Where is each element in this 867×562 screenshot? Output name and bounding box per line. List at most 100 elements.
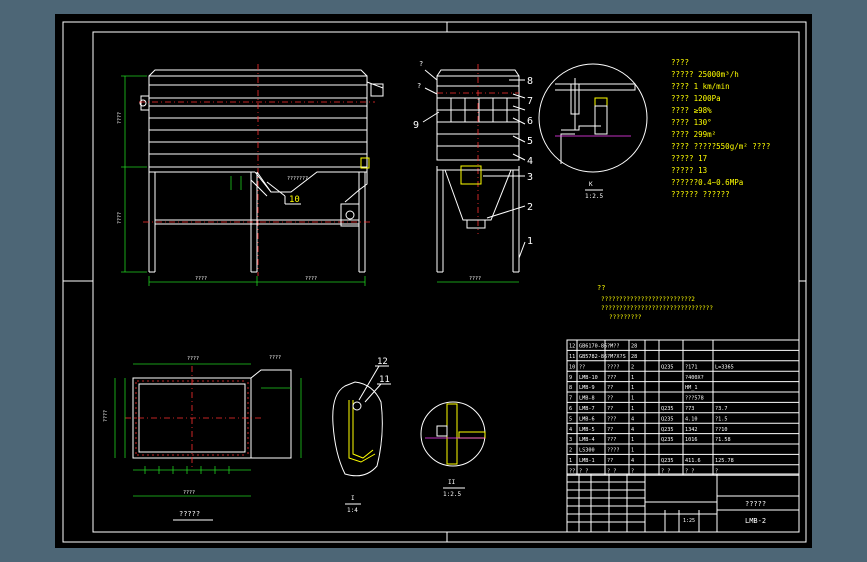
section-ii-scale: 1:2.5 — [443, 491, 461, 498]
notes-line-1: ?????????????????????????2 — [601, 296, 695, 303]
bom-cell: ?? — [579, 364, 585, 370]
bom-cell: 2 — [631, 364, 634, 370]
part-number-11: 11 — [379, 375, 390, 385]
bom-cell: ?73 — [685, 406, 694, 412]
bom-cell: 28 — [631, 354, 637, 360]
title-block-name: ????? — [745, 500, 766, 508]
detail-k: K 1:2.5 — [538, 63, 648, 200]
bom-cell: ?M?X?S — [607, 354, 626, 360]
bom-cell: Q235 — [661, 364, 674, 370]
part-number-8: 8 — [527, 76, 533, 87]
bom-cell: LMB-10 — [579, 375, 598, 381]
part-number-2: 2 — [527, 202, 533, 213]
bom-cell: ?171 — [685, 364, 698, 370]
bom-cell: 125.78 — [715, 458, 734, 464]
bom-cell: LMB-1 — [579, 458, 595, 464]
plan-view: ???? ???? ???? ???? ????? — [103, 355, 302, 521]
bom-cell: 28 — [631, 344, 637, 350]
bom-cell: ?? — [607, 458, 613, 464]
title-block: ????? LMB-2 1:25 — [566, 473, 800, 533]
bom-cell: 2 — [569, 448, 572, 454]
param-other: ?????? ?????? — [671, 190, 730, 199]
tech-parameters: ???? ????? 25000m³/h ???? 1 km/min ???? … — [671, 58, 770, 199]
svg-text:????: ???? — [103, 410, 109, 422]
bom-cell: ?3.7 — [715, 406, 728, 412]
bom-cell: 12 — [569, 344, 575, 350]
section-i-scale: 1:4 — [347, 507, 358, 514]
bom-cell: 1 — [631, 406, 634, 412]
bom-cell: 4 — [631, 427, 634, 433]
cad-viewport[interactable]: 10 ??????? ???? ???? ???? ???? — [55, 14, 812, 548]
section-i-label: I — [351, 495, 355, 502]
bom-cell: 1 — [631, 437, 634, 443]
bom-cell: Q235 — [661, 458, 674, 464]
svg-text:????: ???? — [187, 356, 199, 362]
bom-cell: 4 — [631, 458, 634, 464]
bom-cell: ???578 — [685, 396, 704, 402]
section-i: 12 11 I 1:4 — [332, 357, 391, 514]
bom-cell: 5 — [569, 416, 572, 422]
inner-frame — [92, 31, 800, 533]
bom-cell: GB5782-86 — [579, 354, 607, 360]
bom-cell: LMB-5 — [579, 427, 595, 433]
bom-cell: Q235 — [661, 406, 674, 412]
bom-cell: ???? — [607, 364, 620, 370]
part-number-3: 3 — [527, 172, 533, 183]
section-ii: II 1:2.5 — [420, 401, 486, 498]
plan-view-title: ????? — [179, 510, 200, 518]
bom-header-cell: ? ? — [661, 468, 670, 474]
bom-cell: 4 — [631, 416, 634, 422]
param-air-pressure: ??????0.4~0.6MPa — [671, 178, 743, 187]
svg-text:????: ???? — [117, 112, 123, 124]
bom-cell: 9 — [569, 375, 572, 381]
bom-cell: ??10 — [715, 427, 728, 433]
param-title: ???? — [671, 58, 689, 67]
notes-line-3: ????????? — [609, 314, 642, 321]
bom-header-cell: ? ? — [685, 468, 694, 474]
param-speed: ???? 1 km/min — [671, 82, 730, 91]
part-number-4: 4 — [527, 156, 533, 167]
part-number-12: 12 — [377, 357, 388, 367]
bom-cell: ?? — [607, 396, 613, 402]
bom-cell: L=3365 — [715, 364, 734, 370]
bom-cell: ???? — [607, 448, 620, 454]
svg-text:???????: ??????? — [287, 176, 308, 182]
notes-block: ?? ?????????????????????????2 ??????????… — [597, 284, 713, 321]
bom-cell: ??? — [607, 437, 616, 443]
part-number-7: 7 — [527, 96, 533, 107]
part-number-6: 6 — [527, 116, 533, 127]
detail-k-label: K — [589, 181, 593, 188]
bom-cell: 411.6 — [685, 458, 701, 464]
bom-header-cell: ? ? — [607, 468, 616, 474]
bom-cell: HM_1 — [685, 385, 698, 391]
param-area: ???? 299m² — [671, 130, 716, 139]
svg-text:????: ???? — [195, 276, 207, 282]
bom-cell: 6 — [569, 406, 572, 412]
part-label-10: 10 — [289, 195, 300, 205]
bom-cell: ?? — [607, 406, 613, 412]
front-elevation: 10 ??????? ???? ???? ???? ???? — [117, 64, 384, 286]
bom-cell: 3 — [569, 437, 572, 443]
detail-k-scale: 1:2.5 — [585, 193, 603, 200]
param-filter: ???? ?????550g/m² ???? — [671, 142, 770, 151]
bom-header-cell: ? — [715, 468, 718, 474]
bom-cell: LMB-4 — [579, 437, 595, 443]
param-pressure: ???? 1200Pa — [671, 94, 721, 103]
svg-text:????: ???? — [305, 276, 317, 282]
bom-cell: 4 — [569, 427, 572, 433]
param-temperature: ???? 130° — [671, 118, 712, 127]
bom-cell: 1 — [631, 375, 634, 381]
bom-cell: 1 — [631, 385, 634, 391]
bom-cell: 8 — [569, 385, 572, 391]
bom-header-cell: ? — [631, 468, 634, 474]
part-number-1: 1 — [527, 236, 533, 247]
bom-cell: LS300 — [579, 448, 595, 454]
bom-cell: ?1.58 — [715, 437, 731, 443]
param-count-b: ????? 13 — [671, 166, 707, 175]
drawing-canvas: 10 ??????? ???? ???? ???? ???? — [62, 21, 807, 543]
bom-cell: ?M?? — [607, 344, 620, 350]
side-elevation: ???? 8 7 6 5 4 3 2 1 ? ? 9 — [413, 60, 533, 283]
bom-cell: LMB-8 — [579, 396, 595, 402]
bom-cell: 1 — [631, 396, 634, 402]
bom-header-cell: ?? — [569, 468, 575, 474]
